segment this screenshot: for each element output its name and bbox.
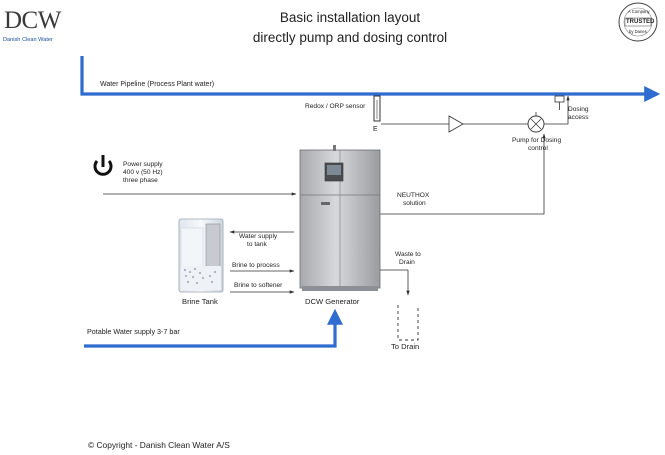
badge-bottom-text: by Danes	[629, 29, 647, 34]
dosing-access-label-2: access	[568, 114, 589, 121]
brine-tank	[178, 218, 224, 293]
neuthox-label-1: NEUTHOX	[397, 192, 430, 199]
dosing-pump-icon	[527, 112, 545, 133]
brine-tank-label: Brine Tank	[182, 297, 218, 306]
dcw-logo-subtitle: Danish Clean Water	[3, 37, 53, 43]
svg-text:E: E	[373, 126, 378, 133]
neuthox-label-2: solution	[403, 200, 426, 207]
badge-middle-text: TRUSTED	[626, 19, 655, 25]
page-title-line-1: Basic installation layout	[279, 10, 421, 25]
orp-sensor: E	[373, 95, 381, 133]
power-label-3: three phase	[123, 177, 158, 184]
sensor-label: Redox / ORP sensor	[305, 103, 366, 110]
waste-label-2: Drain	[399, 259, 415, 266]
generator-label: DCW Generator	[305, 297, 360, 306]
brine-process-label: Brine to process	[232, 262, 280, 269]
drain-icon	[397, 305, 419, 341]
page-title-line-2: directly pump and dosing control	[252, 30, 448, 45]
water-supply-label-2: to tank	[247, 241, 267, 248]
amplifier-icon	[448, 115, 464, 133]
dcw-generator	[299, 145, 381, 291]
potable-water-label: Potable Water supply 3-7 bar	[87, 327, 180, 336]
water-supply-label-1: Water supply	[239, 233, 278, 240]
pump-label-2: control	[528, 145, 548, 152]
power-icon	[93, 155, 113, 176]
neuthox-line	[380, 133, 546, 215]
pump-label-1: Pump for Dosing	[512, 137, 562, 144]
badge-top-text: A Company	[628, 9, 650, 14]
dcw-logo: DCW	[4, 7, 61, 34]
dosing-access-label-1: Dosing	[568, 106, 589, 113]
brine-softener-label: Brine to softener	[234, 282, 283, 289]
to-drain-label: To Drain	[391, 342, 420, 351]
waste-label-1: Waste to	[395, 251, 421, 258]
power-label-2: 400 v (50 Hz)	[123, 169, 163, 176]
power-label-1: Power supply	[123, 161, 163, 168]
water-pipeline	[80, 56, 661, 102]
trusted-badge	[618, 2, 658, 42]
pipeline-label: Water Pipeline (Process Plant water)	[100, 81, 215, 88]
copyright: © Copyright - Danish Clean Water A/S	[88, 440, 230, 450]
potable-water-pipe	[84, 308, 343, 348]
